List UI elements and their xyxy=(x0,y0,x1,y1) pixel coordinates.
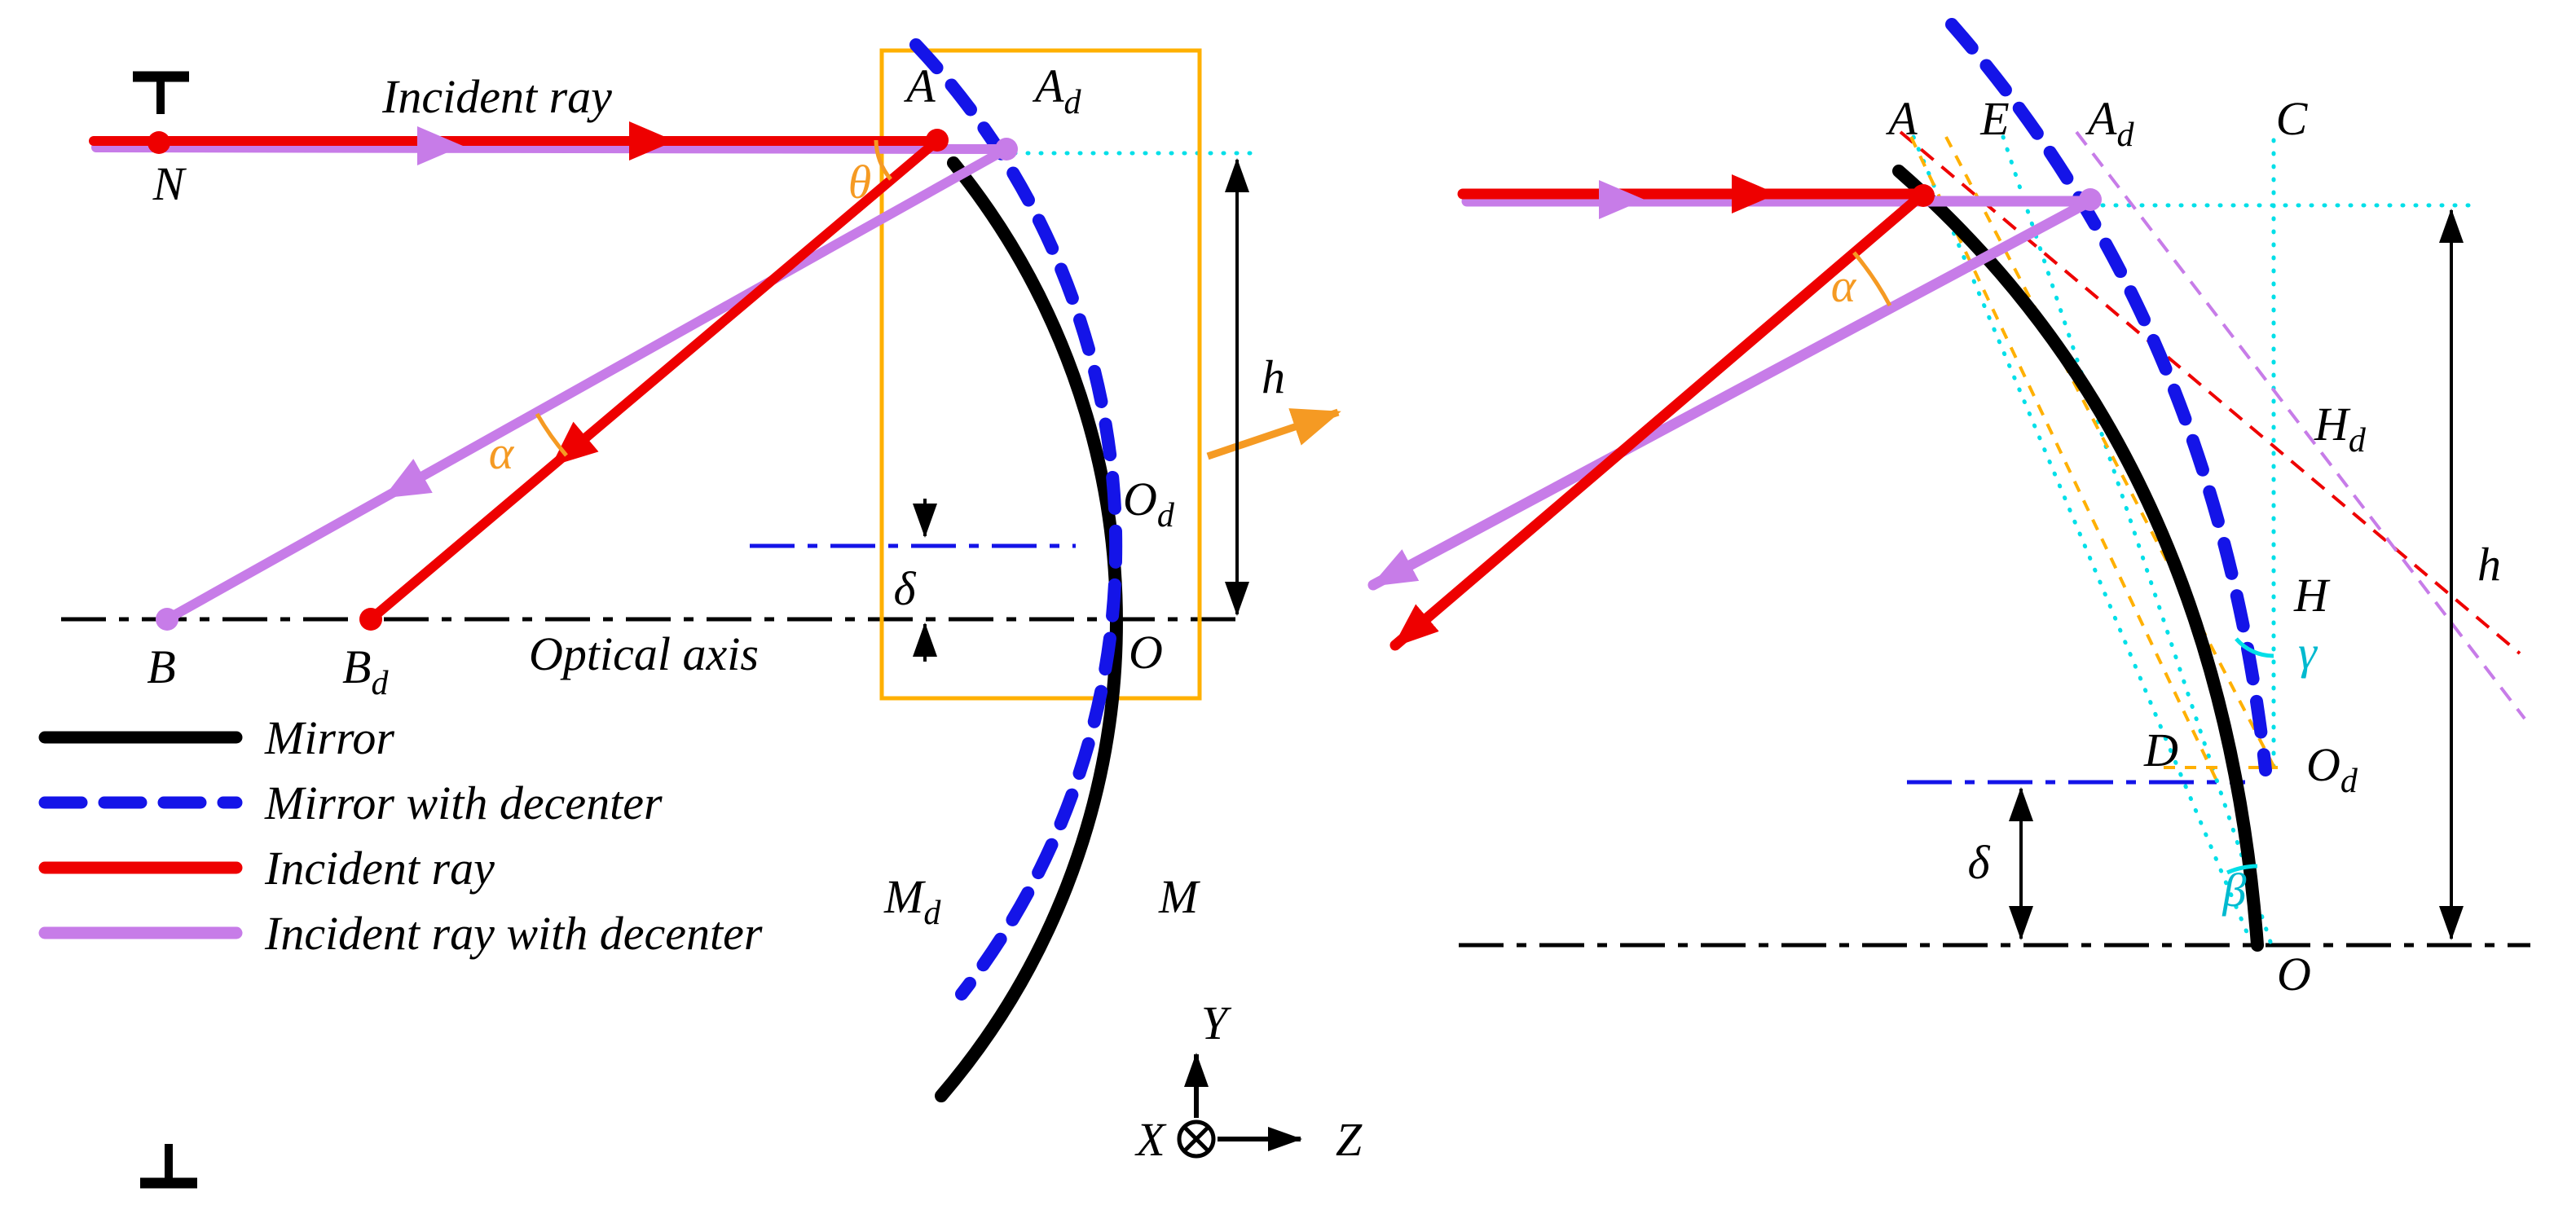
label-O-left: O xyxy=(1129,626,1163,679)
legend-label-incident-ray: Incident ray xyxy=(264,842,495,895)
gamma-angle-arc xyxy=(2235,637,2274,658)
x-into-page-icon xyxy=(1177,1119,1216,1159)
theta-angle-arc xyxy=(874,139,892,181)
orange-construction-line-2 xyxy=(1944,136,2279,775)
legend-label-mirror: Mirror xyxy=(264,711,394,764)
reflected-arrowhead-violet xyxy=(383,459,433,499)
point-A-dot-zoom xyxy=(1912,184,1935,207)
label-alpha-left: α xyxy=(489,426,515,479)
label-beta: β xyxy=(2222,864,2247,917)
beta-angle-arc xyxy=(2226,864,2258,875)
alpha-angle-arc-zoom xyxy=(1852,251,1892,307)
zoom-pointer-arrow xyxy=(1206,408,1341,460)
point-B-dot xyxy=(156,608,178,631)
label-Ad-zoom: Ad xyxy=(2085,92,2134,154)
optical-axis-label: Optical axis xyxy=(529,627,759,680)
label-D: D xyxy=(2143,724,2178,776)
label-gamma: γ xyxy=(2298,626,2318,679)
cyan-guide-line-EO xyxy=(2001,134,2273,944)
reflected-ray-decenter-line-zoom xyxy=(1367,196,2096,591)
label-axis-y: Y xyxy=(1201,996,1232,1049)
incident-ray-label: Incident ray xyxy=(381,70,612,123)
label-Od-left: Od xyxy=(1123,473,1175,534)
mirror-decenter-arc-zoom xyxy=(1945,18,2272,776)
point-Bd-dot xyxy=(359,608,382,631)
stop-symbol-bottom xyxy=(140,1144,197,1189)
reflected-ray-decenter-line xyxy=(162,144,1011,624)
legend-label-mirror-decenter: Mirror with decenter xyxy=(264,776,663,829)
x-into-page-icon xyxy=(1182,1125,1210,1153)
label-Ad: Ad xyxy=(1032,59,1081,121)
legend-label-incident-ray-decenter: Incident ray with decenter xyxy=(264,907,763,960)
ray-arrowhead-violet-zoom xyxy=(1599,180,1645,219)
mirror-decenter-arc xyxy=(909,38,1123,1001)
label-delta-left: δ xyxy=(894,562,917,615)
label-C: C xyxy=(2276,92,2309,145)
label-axis-z: Z xyxy=(1336,1113,1363,1166)
label-Md: Md xyxy=(883,870,941,932)
reflected-ray-line xyxy=(366,136,942,624)
label-N: N xyxy=(152,157,187,210)
tangent-line-violet-dashed xyxy=(2075,130,2526,720)
left-panel: Incident ray N A Ad B Bd θ α Optical axi… xyxy=(38,38,1363,1189)
point-Ad-dot-zoom xyxy=(2079,188,2102,211)
label-Hd: Hd xyxy=(2314,398,2367,460)
label-E: E xyxy=(1979,92,2009,145)
label-H: H xyxy=(2293,569,2331,622)
label-Od-zoom: Od xyxy=(2306,738,2358,800)
tangent-line-red-dashed xyxy=(1899,130,2521,655)
incident-ray-decenter-line xyxy=(91,143,1011,154)
alpha-angle-arc xyxy=(535,412,568,457)
label-M: M xyxy=(1158,870,1200,923)
coordinate-triad: Y Z X xyxy=(1134,996,1363,1166)
label-B: B xyxy=(147,640,175,693)
label-theta: θ xyxy=(848,156,872,209)
label-h-zoom: h xyxy=(2477,538,2501,591)
point-A-dot xyxy=(926,129,949,152)
label-delta-zoom: δ xyxy=(1968,836,1991,889)
legend: Mirror Mirror with decenter Incident ray… xyxy=(38,711,763,960)
zoom-region-box xyxy=(879,48,1202,701)
ray-arrowhead-red-zoom xyxy=(1732,174,1777,213)
label-alpha-zoom: α xyxy=(1831,259,1857,312)
point-N-dot xyxy=(148,131,170,154)
mirror-arc xyxy=(935,156,1123,1102)
right-panel: A E Ad C α Hd H γ Od D β O δ h xyxy=(1367,18,2530,1001)
label-axis-x: X xyxy=(1134,1113,1167,1166)
label-O-zoom: O xyxy=(2277,948,2311,1001)
mirror-arc-zoom xyxy=(1892,165,2264,952)
reflected-arrowhead-red xyxy=(551,421,599,467)
ray-arrowhead-violet xyxy=(417,126,463,165)
ray-arrowhead-red xyxy=(629,121,675,161)
stop-symbol-top xyxy=(133,71,189,114)
point-Ad-dot xyxy=(995,138,1018,161)
cyan-guide-line-AO xyxy=(1911,134,2253,944)
label-A-zoom: A xyxy=(1885,92,1918,145)
reflected-ray-line-zoom xyxy=(1389,188,1929,651)
orange-construction-line-1 xyxy=(1909,136,2218,781)
label-Bd: Bd xyxy=(342,640,389,702)
label-h-left: h xyxy=(1262,350,1285,403)
label-A: A xyxy=(903,59,936,112)
